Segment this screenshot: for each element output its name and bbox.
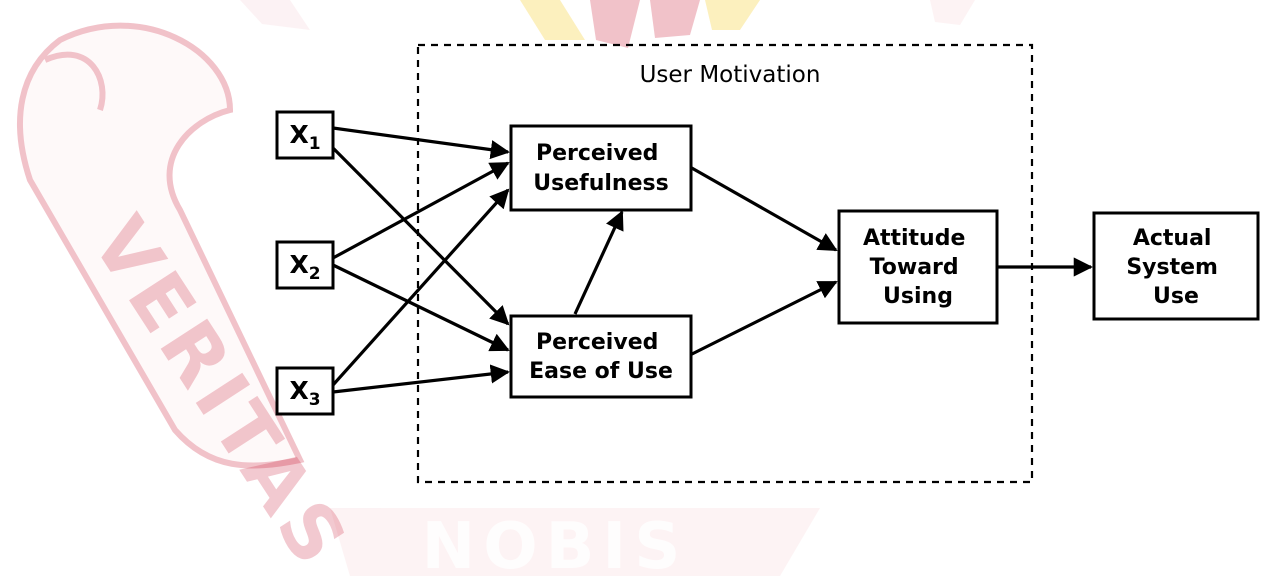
x2-subscript: 2 — [309, 264, 321, 284]
arrow-ease-to-usefulness — [573, 210, 624, 315]
svg-text:Actual System Use: Actual System Use — [1126, 226, 1225, 309]
arrow-x3-to-ease — [332, 364, 510, 394]
x3-subscript: 3 — [309, 390, 321, 410]
node-x1: X1 — [275, 110, 335, 160]
x3-base: X — [289, 376, 308, 405]
use-line-1: Actual — [1133, 226, 1212, 251]
usefulness-line-2: Usefulness — [533, 171, 668, 196]
attitude-line-3: Using — [883, 284, 953, 309]
user-motivation-label: User Motivation — [640, 62, 821, 88]
node-attitude-toward-using: Attitude Toward Using — [837, 209, 999, 325]
x2-base: X — [289, 250, 308, 279]
edges — [331, 126, 1093, 394]
use-line-3: Use — [1153, 284, 1199, 309]
x1-subscript: 1 — [309, 134, 321, 154]
node-x2: X2 — [275, 240, 335, 290]
svg-text:Perceived Ease of Use: Perceived Ease of Use — [529, 330, 673, 384]
arrow-x1-to-usefulness — [332, 126, 510, 160]
svg-text:Perceived Usefulness: Perceived Usefulness — [533, 141, 668, 196]
arrow-ease-to-attitude — [689, 280, 838, 357]
attitude-line-1: Attitude — [863, 226, 965, 251]
svg-text:X2: X2 — [289, 250, 320, 284]
use-line-2: System — [1126, 255, 1218, 280]
node-actual-system-use: Actual System Use — [1092, 211, 1260, 321]
user-motivation-frame — [416, 43, 1034, 484]
arrow-x2-to-usefulness — [332, 161, 510, 260]
watermark-motto-text: NOBIS — [422, 510, 689, 576]
attitude-line-2: Toward — [870, 255, 959, 280]
x1-base: X — [289, 120, 308, 149]
usefulness-line-1: Perceived — [536, 141, 658, 166]
ease-line-2: Ease of Use — [529, 359, 673, 384]
arrow-x1-to-ease — [331, 146, 510, 326]
arrow-x3-to-usefulness — [331, 188, 510, 387]
arrow-usefulness-to-attitude — [689, 165, 838, 252]
node-x3: X3 — [275, 366, 335, 416]
svg-text:X3: X3 — [289, 376, 320, 410]
svg-text:Attitude Toward Us: Attitude Toward Using — [863, 226, 973, 309]
ease-line-1: Perceived — [536, 330, 658, 355]
arrow-x2-to-ease — [332, 263, 510, 352]
node-perceived-ease-of-use: Perceived Ease of Use — [509, 314, 693, 399]
node-perceived-usefulness: Perceived Usefulness — [509, 124, 693, 212]
svg-text:X1: X1 — [289, 120, 320, 154]
